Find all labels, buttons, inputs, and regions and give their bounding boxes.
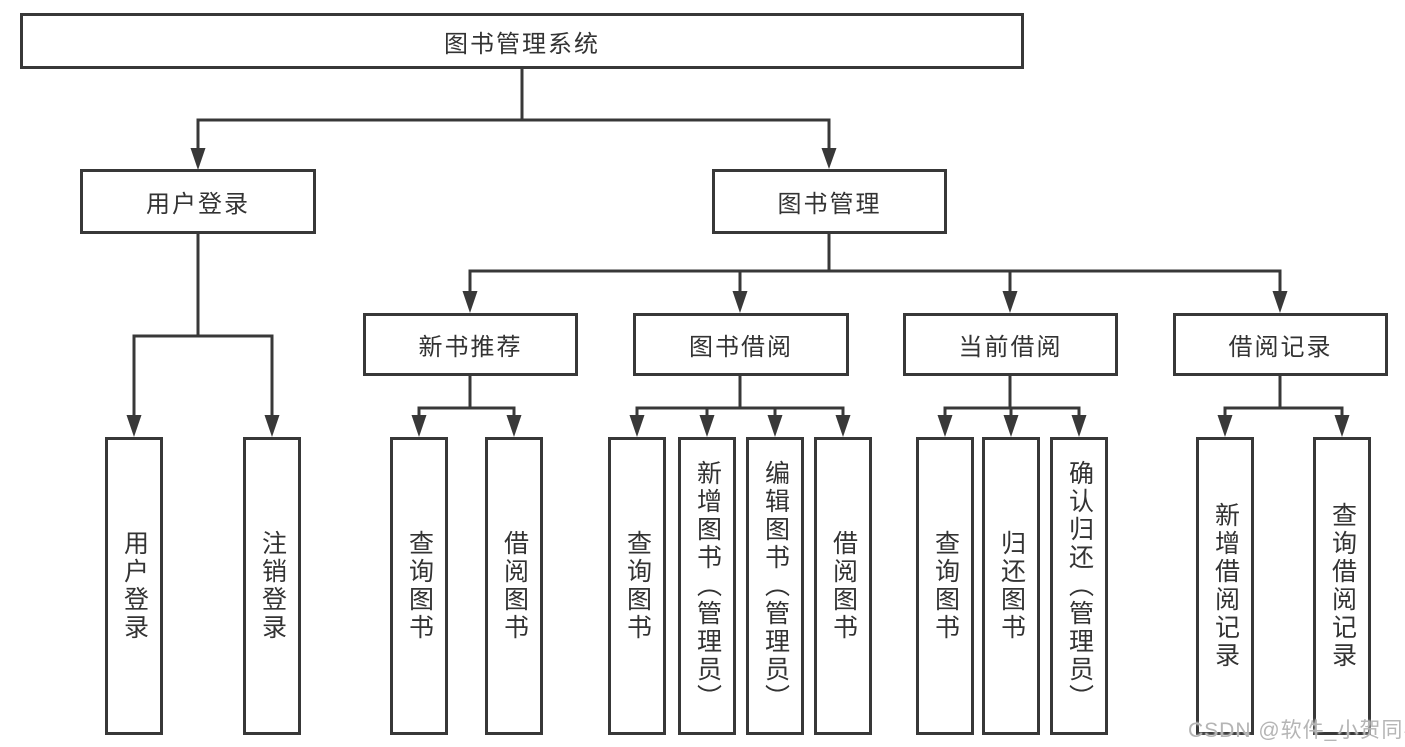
node-new-book-recommend: 新书推荐: [363, 313, 578, 376]
connector-borrow-records-to-leaves: [1217, 376, 1350, 437]
csdn-watermark: CSDN @软件_小贺同学: [1188, 719, 1405, 742]
leaf-user-login: 用户登录: [105, 437, 163, 735]
leaf-query-books: 查询图书: [916, 437, 974, 735]
leaf-query-books: 查询图书: [390, 437, 448, 735]
leaf-query-borrow-record: 查询借阅记录: [1313, 437, 1371, 735]
leaf-edit-books-admin: 编辑图书（管理员）: [746, 437, 804, 735]
node-book-borrowing: 图书借阅: [633, 313, 849, 376]
leaf-query-books: 查询图书: [608, 437, 666, 735]
node-current-borrowing: 当前借阅: [903, 313, 1118, 376]
leaf-confirm-return-admin: 确认归还（管理员）: [1050, 437, 1108, 735]
leaf-borrow-books: 借阅图书: [485, 437, 543, 735]
leaf-add-borrow-record: 新增借阅记录: [1196, 437, 1254, 735]
leaf-return-books: 归还图书: [982, 437, 1040, 735]
connector-book-mgmt-to-level3: [462, 234, 1288, 313]
node-library-management-system: 图书管理系统: [20, 13, 1024, 69]
leaf-borrow-books: 借阅图书: [814, 437, 872, 735]
node-borrowing-records: 借阅记录: [1173, 313, 1388, 376]
node-book-management-module: 图书管理: [712, 169, 947, 234]
connector-current-borrow-to-leaves: [937, 376, 1087, 437]
connector-book-borrow-to-leaves: [629, 376, 851, 437]
leaf-add-books-admin: 新增图书（管理员）: [678, 437, 736, 735]
connector-root-to-level2: [190, 69, 837, 170]
node-user-login-module: 用户登录: [80, 169, 316, 234]
connector-user-login-to-leaves: [126, 234, 280, 437]
connector-new-books-to-leaves: [411, 376, 522, 437]
leaf-logout: 注销登录: [243, 437, 301, 735]
